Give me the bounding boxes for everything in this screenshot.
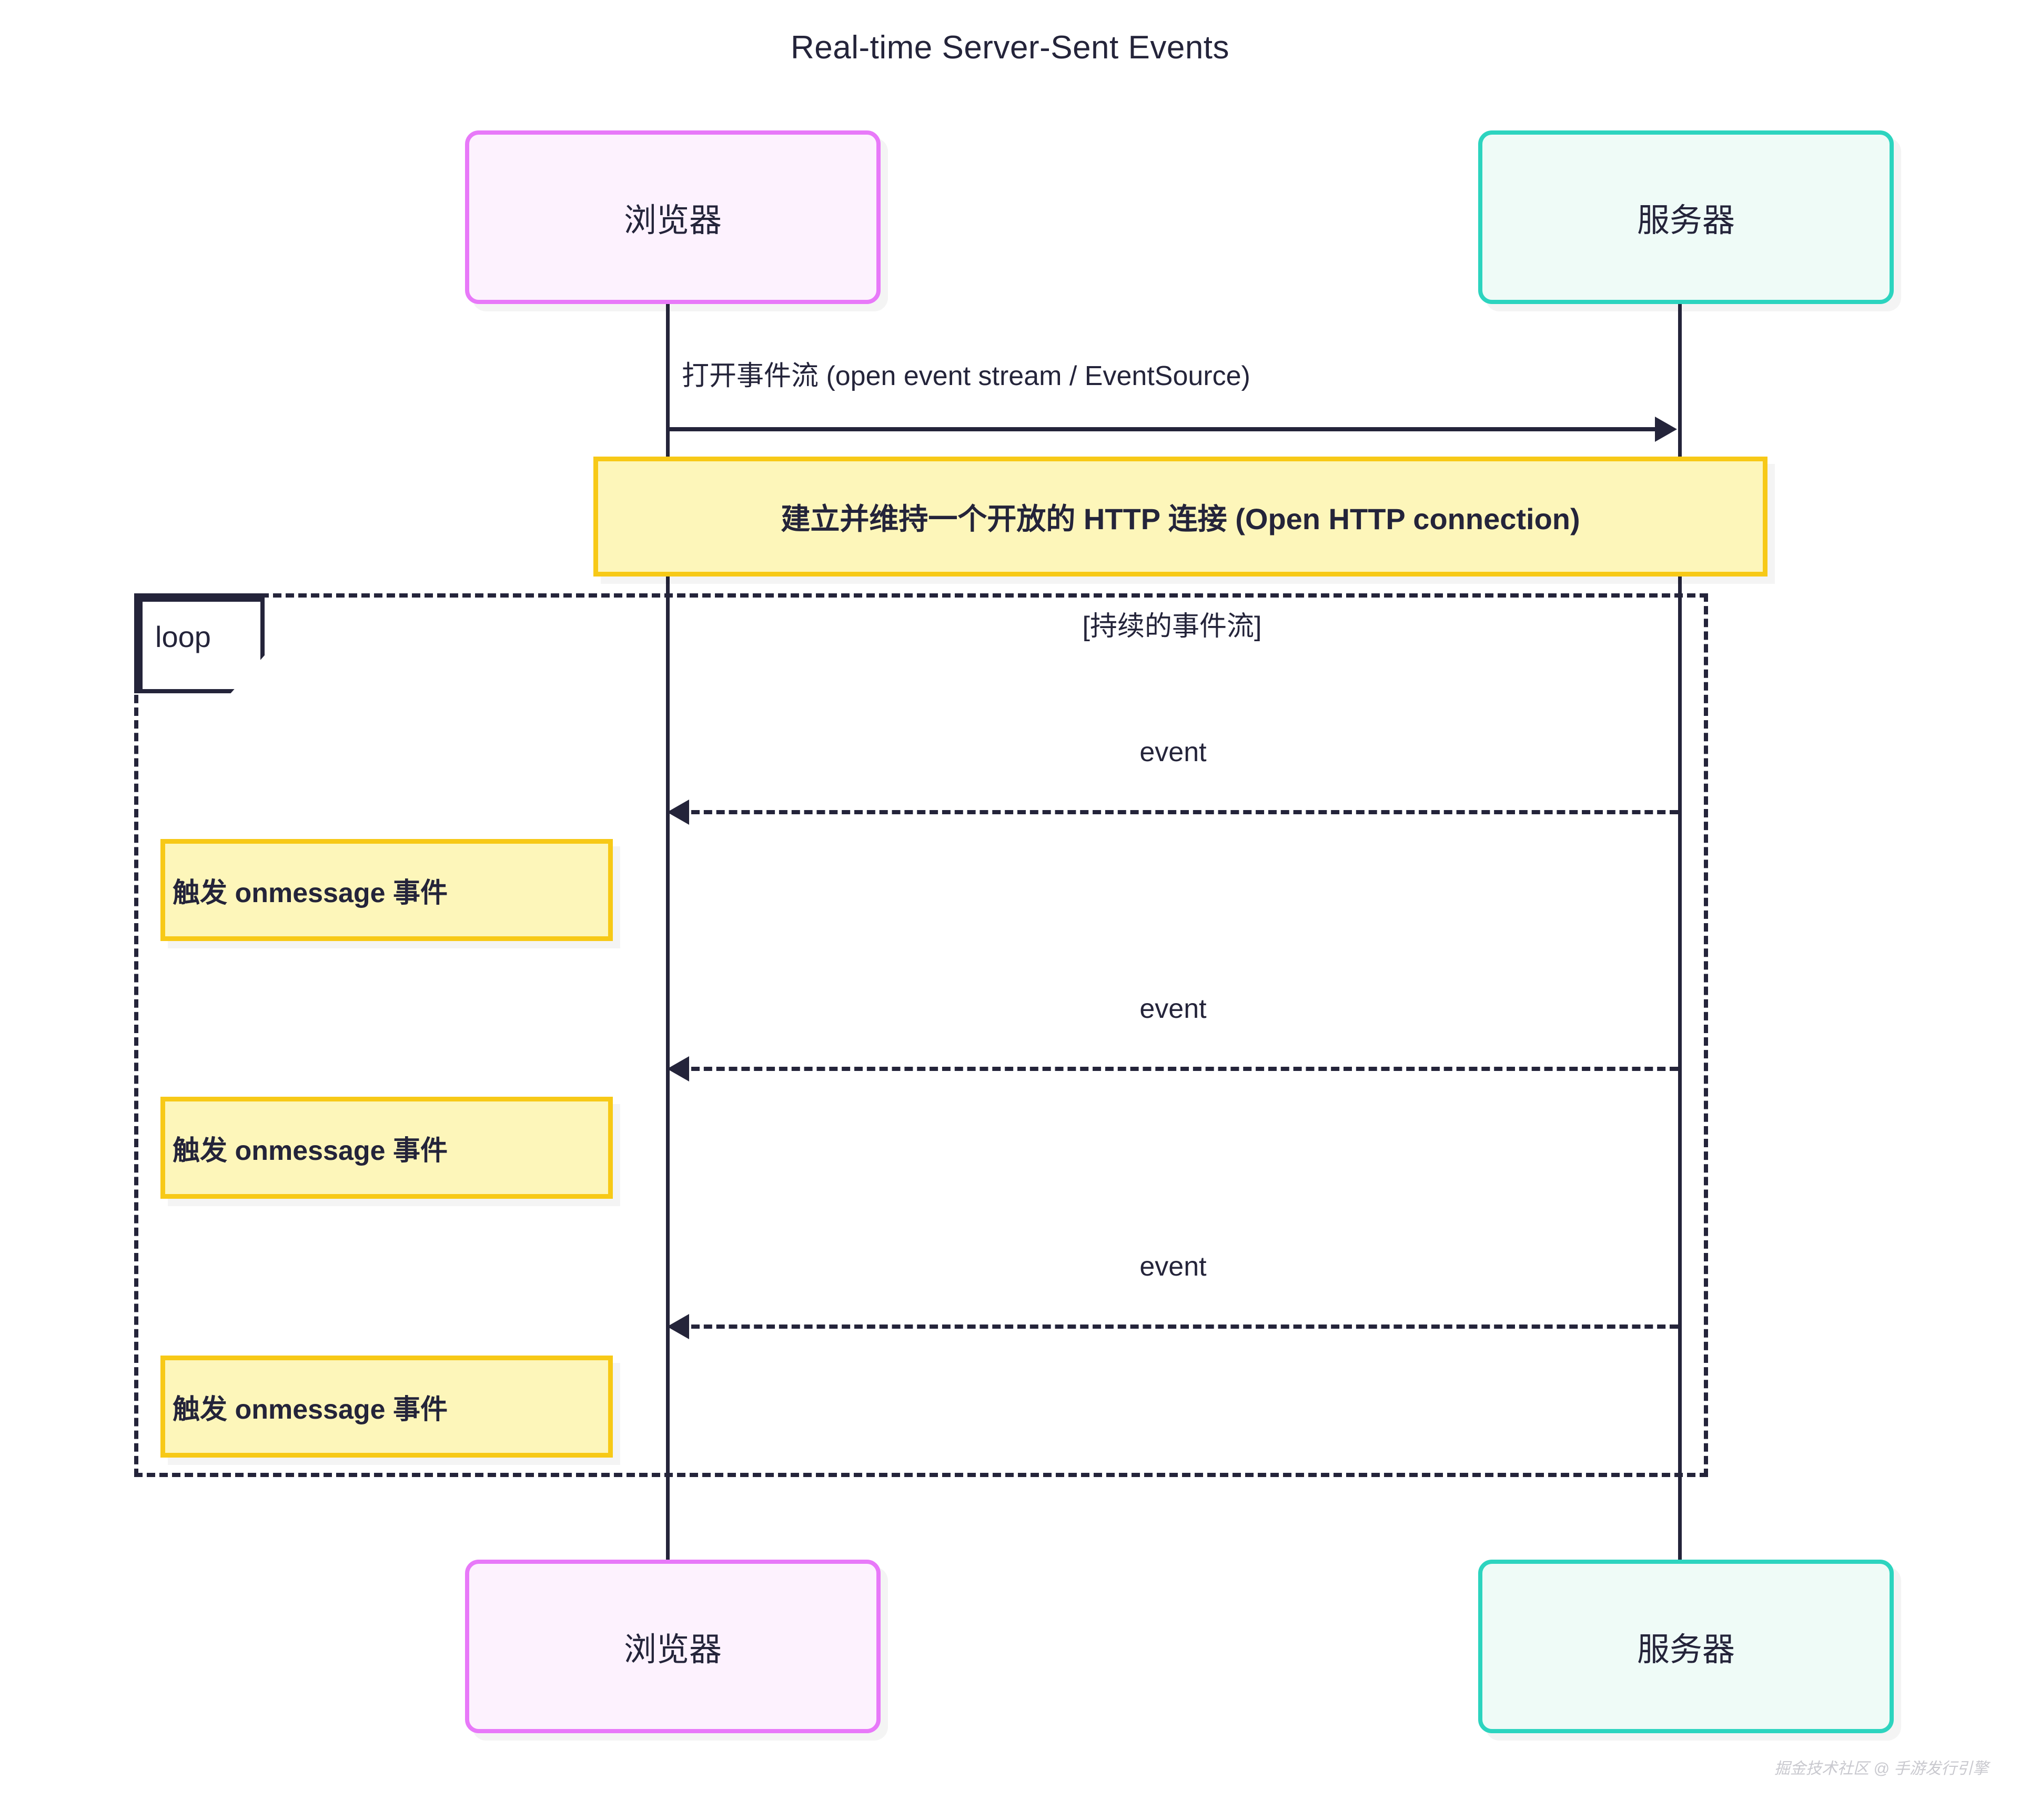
note-onmessage-2: 触发 onmessage 事件: [160, 1097, 613, 1199]
message-label-event-1: event: [1139, 737, 1207, 767]
loop-condition-label: [持续的事件流]: [1082, 611, 1262, 642]
note-onmessage-3-label: 触发 onmessage 事件: [173, 1394, 448, 1425]
participant-server-bottom[interactable]: 服务器: [1478, 1560, 1894, 1733]
message-label-event-3: event: [1139, 1251, 1207, 1282]
page-title: Real-time Server-Sent Events: [790, 29, 1230, 66]
arrow-left-icon: [667, 1314, 689, 1339]
loop-frame: [134, 593, 1708, 1477]
loop-tag-shape: [134, 593, 265, 693]
message-label-event-2: event: [1139, 994, 1207, 1024]
note-open-http-connection-label: 建立并维持一个开放的 HTTP 连接 (Open HTTP connection…: [781, 502, 1580, 535]
note-onmessage-2-label: 触发 onmessage 事件: [173, 1135, 448, 1166]
message-line-event-3: [691, 1324, 1678, 1329]
message-line-event-2: [691, 1067, 1678, 1071]
loop-tag-inner-shape: [138, 598, 265, 693]
message-line-event-1: [691, 810, 1678, 814]
watermark: 掘金技术社区 @ 手游发行引擎: [1774, 1760, 1988, 1777]
arrow-left-icon: [667, 800, 689, 825]
participant-server-top-label: 服务器: [1637, 203, 1735, 239]
message-label-open-stream: 打开事件流 (open event stream / EventSource): [682, 361, 1250, 391]
loop-keyword-label: loop: [155, 620, 211, 653]
participant-browser-bottom-label: 浏览器: [623, 1632, 722, 1668]
lifeline-server: [1678, 304, 1682, 1561]
note-onmessage-3: 触发 onmessage 事件: [160, 1356, 613, 1458]
participant-browser-top-label: 浏览器: [623, 203, 722, 239]
participant-browser-top[interactable]: 浏览器: [465, 130, 881, 304]
participant-server-top[interactable]: 服务器: [1478, 130, 1894, 304]
note-onmessage-1-label: 触发 onmessage 事件: [173, 877, 448, 908]
lifeline-browser: [666, 304, 670, 1561]
arrow-left-icon: [667, 1056, 689, 1081]
participant-server-bottom-label: 服务器: [1637, 1632, 1735, 1668]
note-open-http-connection: 建立并维持一个开放的 HTTP 连接 (Open HTTP connection…: [593, 457, 1767, 577]
message-line-open-stream: [667, 427, 1656, 431]
participant-browser-bottom[interactable]: 浏览器: [465, 1560, 881, 1733]
arrow-right-icon: [1655, 417, 1677, 442]
note-onmessage-1: 触发 onmessage 事件: [160, 839, 613, 941]
